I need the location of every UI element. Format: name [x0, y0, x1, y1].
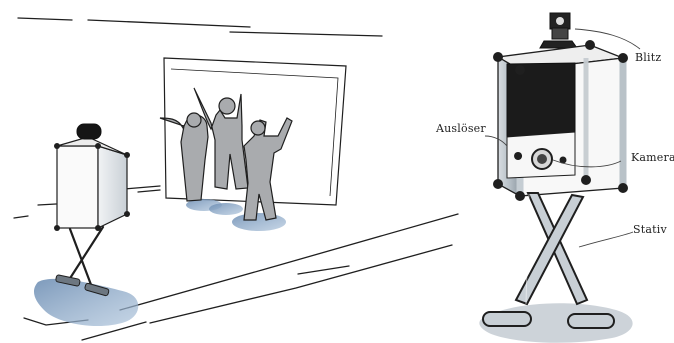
left-booth-shadow — [33, 278, 139, 327]
shutter-button-icon — [514, 152, 523, 160]
label-ausloeser: Auslöser — [435, 122, 486, 135]
label-blitz: Blitz — [635, 51, 661, 64]
people-silhouettes — [159, 87, 293, 221]
left-photo-booth — [54, 123, 130, 297]
flash-icon — [539, 12, 578, 49]
label-kamera: Kamera — [631, 151, 674, 164]
label-stativ: Stativ — [633, 223, 667, 236]
callout-lines — [484, 28, 641, 248]
right-photo-booth — [482, 12, 628, 329]
